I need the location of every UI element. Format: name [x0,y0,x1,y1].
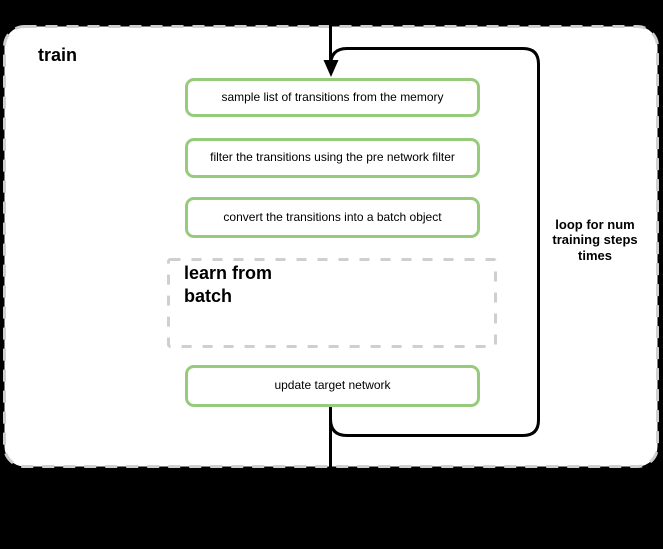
loop-annotation: loop for num training steps times [552,217,638,263]
step-convert-batch: convert the transitions into a batch obj… [185,197,480,238]
train-label: train [38,45,78,65]
step-sample-transitions: sample list of transitions from the memo… [185,78,480,117]
learn-from-batch-label: learn from batch [184,263,273,307]
loop-rectangle [329,47,540,437]
step-filter-transitions: filter the transitions using the pre net… [185,138,480,178]
learn-from-batch-box [167,258,497,348]
down-arrowhead-icon [323,60,339,77]
step-update-target-network: update target network [185,365,480,407]
train-frame [3,25,659,468]
